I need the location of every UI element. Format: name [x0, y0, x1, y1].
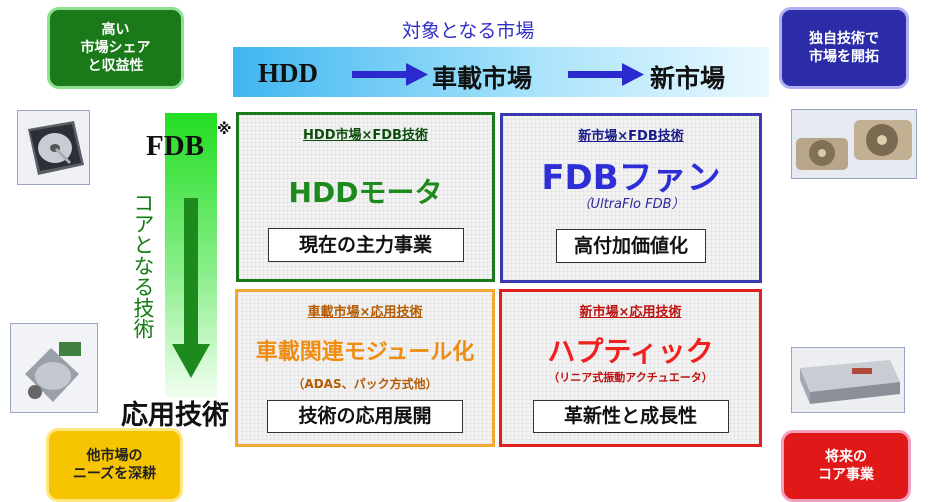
quadrant-heading: 新市場×FDB技術 — [578, 129, 684, 144]
corner-line: 独自技術で — [809, 31, 879, 47]
down-arrow-icon — [172, 198, 210, 378]
right-arrow-icon — [352, 63, 428, 86]
quadrant-hdd-motor: HDD市場×FDB技術 HDDモータ 現在の主力事業 — [236, 112, 495, 282]
quadrant-title: FDBファン — [541, 158, 721, 198]
quadrant-subtitle: （UltraFlo FDB） — [577, 197, 685, 212]
quadrant-summary-box: 技術の応用展開 — [267, 400, 463, 433]
market-axis-band — [233, 47, 769, 97]
hdd-photo — [17, 110, 90, 185]
quadrant-title: ハプティック — [547, 335, 714, 368]
quadrant-automotive-modules: 車載市場×応用技術 車載関連モジュール化 （ADAS、パック方式他） 技術の応用… — [235, 289, 495, 447]
quadrant-summary-box: 高付加価値化 — [556, 229, 706, 263]
fdb-tech-label: FDB — [146, 130, 204, 162]
corner-line: 市場シェア — [80, 40, 151, 56]
quadrant-subtitle: （リニア式振動アクチュエータ） — [548, 371, 713, 384]
corner-callout-other-markets: 他市場の ニーズを深耕 — [46, 428, 183, 502]
haptic-actuator-photo — [791, 347, 905, 413]
fdb-fan-photo — [791, 109, 917, 179]
market-hdd-label: HDD — [258, 58, 318, 88]
corner-line: 将来の — [825, 449, 867, 465]
quadrant-fdb-fan: 新市場×FDB技術 FDBファン （UltraFlo FDB） 高付加価値化 — [500, 113, 762, 283]
quadrant-title: 車載関連モジュール化 — [255, 340, 475, 365]
market-new-label: 新市場 — [650, 64, 726, 93]
quadrant-heading: 車載市場×応用技術 — [307, 305, 423, 320]
market-axis-caption: 対象となる市場 — [402, 20, 535, 42]
corner-line: と収益性 — [87, 58, 144, 74]
quadrant-haptic: 新市場×応用技術 ハプティック （リニア式振動アクチュエータ） 革新性と成長性 — [499, 289, 762, 447]
quadrant-subtitle: （ADAS、パック方式他） — [292, 377, 438, 391]
corner-callout-new-market: 独自技術で 市場を開拓 — [779, 7, 909, 89]
footnote-mark: ※ — [217, 120, 232, 138]
quadrant-summary-box: 革新性と成長性 — [532, 400, 729, 433]
automotive-module-photo — [10, 323, 98, 413]
right-arrow-icon — [568, 63, 644, 86]
quadrant-heading: HDD市場×FDB技術 — [303, 128, 428, 143]
corner-line: 他市場の — [86, 448, 143, 464]
applied-technology-label: 応用技術 — [121, 400, 229, 431]
corner-line: ニーズを深耕 — [72, 466, 157, 482]
corner-line: コア事業 — [818, 467, 874, 483]
corner-callout-future-core: 将来の コア事業 — [781, 430, 911, 502]
core-technology-label: コアとなる技術 — [131, 192, 155, 339]
corner-callout-market-share: 高い 市場シェア と収益性 — [47, 7, 184, 89]
market-automotive-label: 車載市場 — [432, 64, 533, 93]
quadrant-summary-box: 現在の主力事業 — [267, 228, 464, 262]
corner-line: 高い — [101, 22, 130, 38]
corner-line: 市場を開拓 — [809, 49, 879, 65]
quadrant-heading: 新市場×応用技術 — [579, 305, 682, 320]
quadrant-title: HDDモータ — [288, 176, 443, 209]
